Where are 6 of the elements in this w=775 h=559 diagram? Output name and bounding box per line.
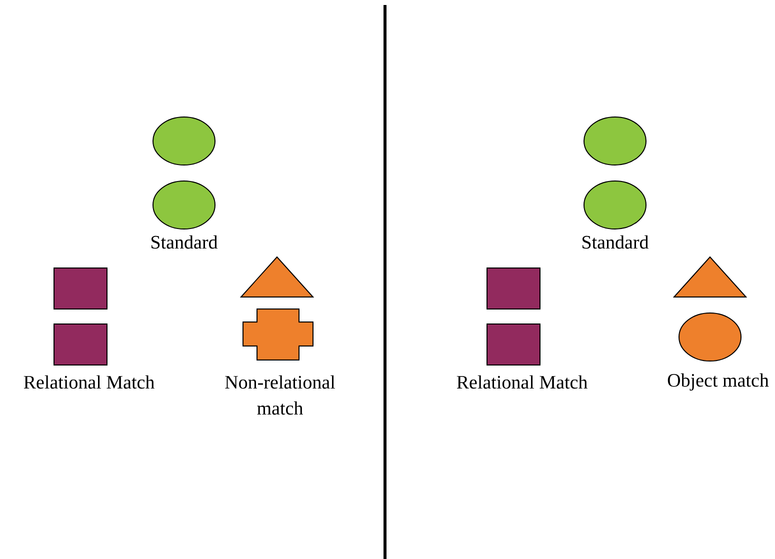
shape-caption: Relational Match [24, 375, 154, 389]
shape-caption: Object match [668, 373, 769, 391]
shape-caption: Non-relational match [225, 375, 336, 415]
shape-caption: Standard [582, 235, 649, 249]
shape-caption: Standard [152, 235, 218, 249]
shape-caption: Relational Match [456, 375, 588, 389]
